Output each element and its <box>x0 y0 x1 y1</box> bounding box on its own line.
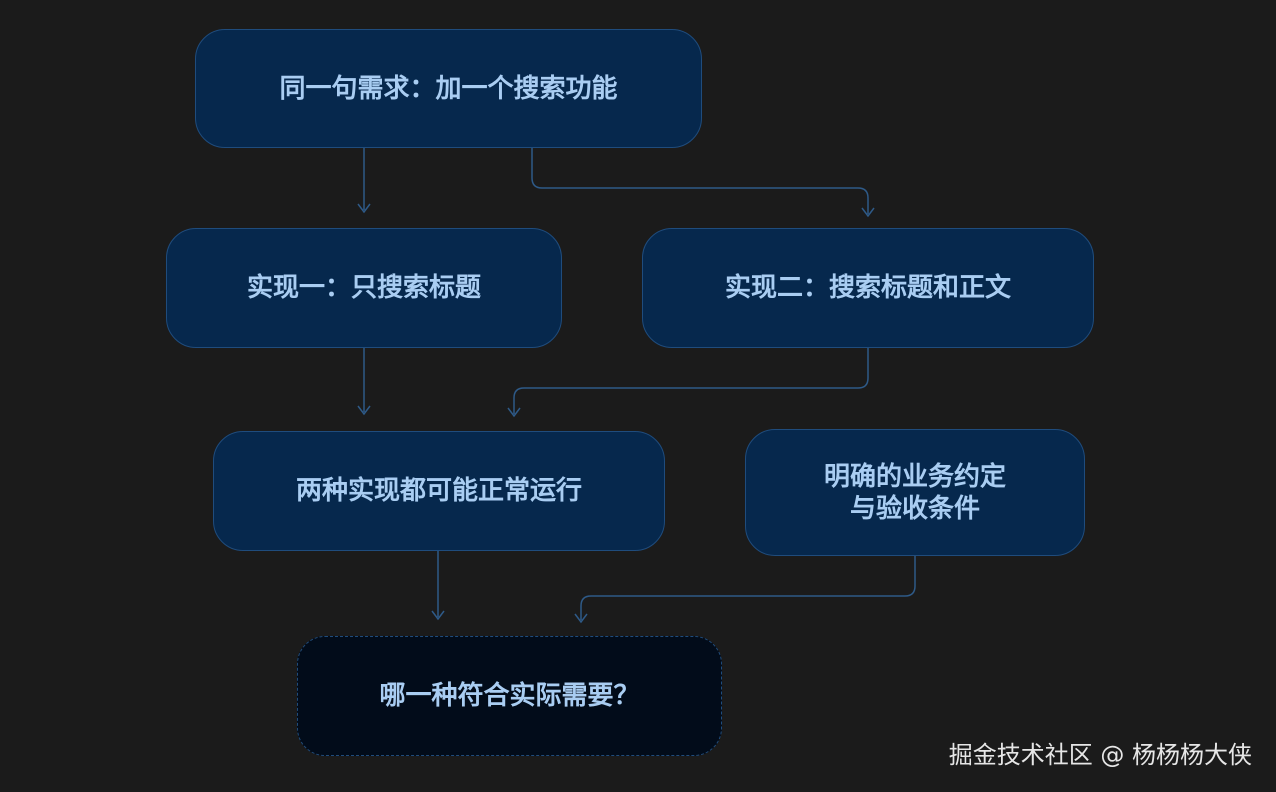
node-both-work-label: 两种实现都可能正常运行 <box>295 476 582 506</box>
node-impl-two-label: 实现二：搜索标题和正文 <box>724 273 1011 303</box>
node-question-label: 哪一种符合实际需要？ <box>379 681 640 711</box>
arrowhead-both-work-left <box>357 405 371 416</box>
node-requirement-label: 同一句需求：加一个搜索功能 <box>279 73 618 104</box>
node-agreement-label: 明确的业务约定 与验收条件 <box>823 461 1006 524</box>
edge-agreement-to-question <box>580 556 916 620</box>
arrowhead-question-right <box>574 613 588 624</box>
node-impl-one-label: 实现一：只搜索标题 <box>246 273 481 303</box>
node-requirement: 同一句需求：加一个搜索功能 <box>195 29 702 148</box>
edge-requirement-to-impl-two <box>531 148 869 214</box>
node-impl-one: 实现一：只搜索标题 <box>166 228 562 348</box>
node-question: 哪一种符合实际需要？ <box>297 636 722 756</box>
arrowhead-impl-one <box>357 203 371 214</box>
edge-impl-two-to-both-work <box>513 348 869 414</box>
node-agreement: 明确的业务约定 与验收条件 <box>745 429 1085 556</box>
watermark: 掘金技术社区 @ 杨杨杨大侠 <box>948 741 1252 769</box>
arrowhead-impl-two <box>861 207 875 218</box>
node-both-work: 两种实现都可能正常运行 <box>213 431 665 551</box>
arrowhead-question-left <box>431 610 445 621</box>
arrowhead-both-work-right <box>507 407 521 418</box>
node-impl-two: 实现二：搜索标题和正文 <box>642 228 1094 348</box>
